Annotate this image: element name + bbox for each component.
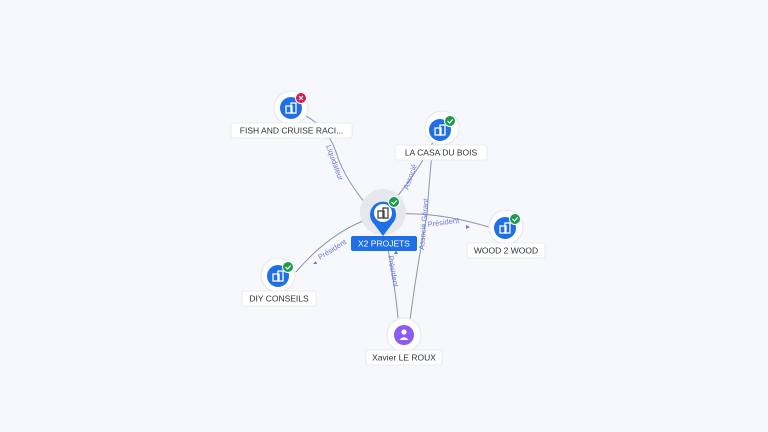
- node-label-wood: WOOD 2 WOOD: [474, 246, 538, 256]
- edge-arrow: [394, 250, 398, 254]
- building-icon: [272, 270, 284, 282]
- node-label-x2-projets: X2 PROJETS: [358, 239, 410, 249]
- building-icon: [377, 207, 389, 219]
- edge-label-liquidateur: Liquidateur: [324, 144, 345, 182]
- building-icon: [499, 222, 511, 234]
- edge-liquidateur: [297, 111, 372, 211]
- node-label-xavier: Xavier LE ROUX: [372, 353, 436, 363]
- edge-label-president-xavier: Président: [386, 255, 401, 289]
- check-icon: [447, 119, 454, 124]
- node-label-fish: FISH AND CRUISE RACI...: [240, 126, 343, 136]
- node-label-box: [241, 290, 317, 307]
- close-icon: [298, 95, 304, 101]
- node-fish-and-cruise[interactable]: FISH AND CRUISE RACI...: [230, 90, 353, 139]
- node-xavier-le-roux[interactable]: Xavier LE ROUX: [365, 317, 443, 366]
- node-label-diy: DIY CONSEILS: [249, 294, 309, 304]
- node-x2-projets[interactable]: X2 PROJETS: [351, 189, 417, 251]
- edge-label-president-diy: Président: [316, 237, 348, 262]
- check-icon: [285, 265, 292, 270]
- center-label-box: [351, 236, 417, 251]
- edge-associe-gerant: [409, 144, 434, 321]
- active-badge-icon: [444, 115, 456, 127]
- edge-president-wood: [397, 213, 493, 229]
- active-badge-icon: [509, 213, 521, 225]
- edge-label-president-wood: Président: [427, 216, 461, 229]
- node-label-box: [394, 144, 488, 161]
- node-label-box: [466, 242, 546, 259]
- active-badge-icon: [282, 261, 294, 273]
- edge-arrow: [313, 261, 317, 264]
- person-icon: [399, 329, 409, 340]
- building-icon: [285, 102, 297, 114]
- check-icon: [512, 217, 519, 222]
- check-icon: [391, 200, 398, 205]
- active-badge-icon: [388, 196, 400, 208]
- building-icon: [434, 124, 446, 136]
- edge-arrow: [466, 225, 470, 229]
- node-la-casa-du-bois[interactable]: LA CASA DU BOIS: [394, 110, 488, 161]
- node-label-box: [365, 349, 443, 366]
- node-label-box: [230, 122, 353, 139]
- node-label-casa: LA CASA DU BOIS: [405, 148, 478, 158]
- edge-label-associe: Associé: [401, 163, 418, 191]
- node-wood-2-wood[interactable]: WOOD 2 WOOD: [466, 209, 546, 259]
- person-node-circle: [394, 325, 414, 345]
- node-diy-conseils[interactable]: DIY CONSEILS: [241, 257, 317, 307]
